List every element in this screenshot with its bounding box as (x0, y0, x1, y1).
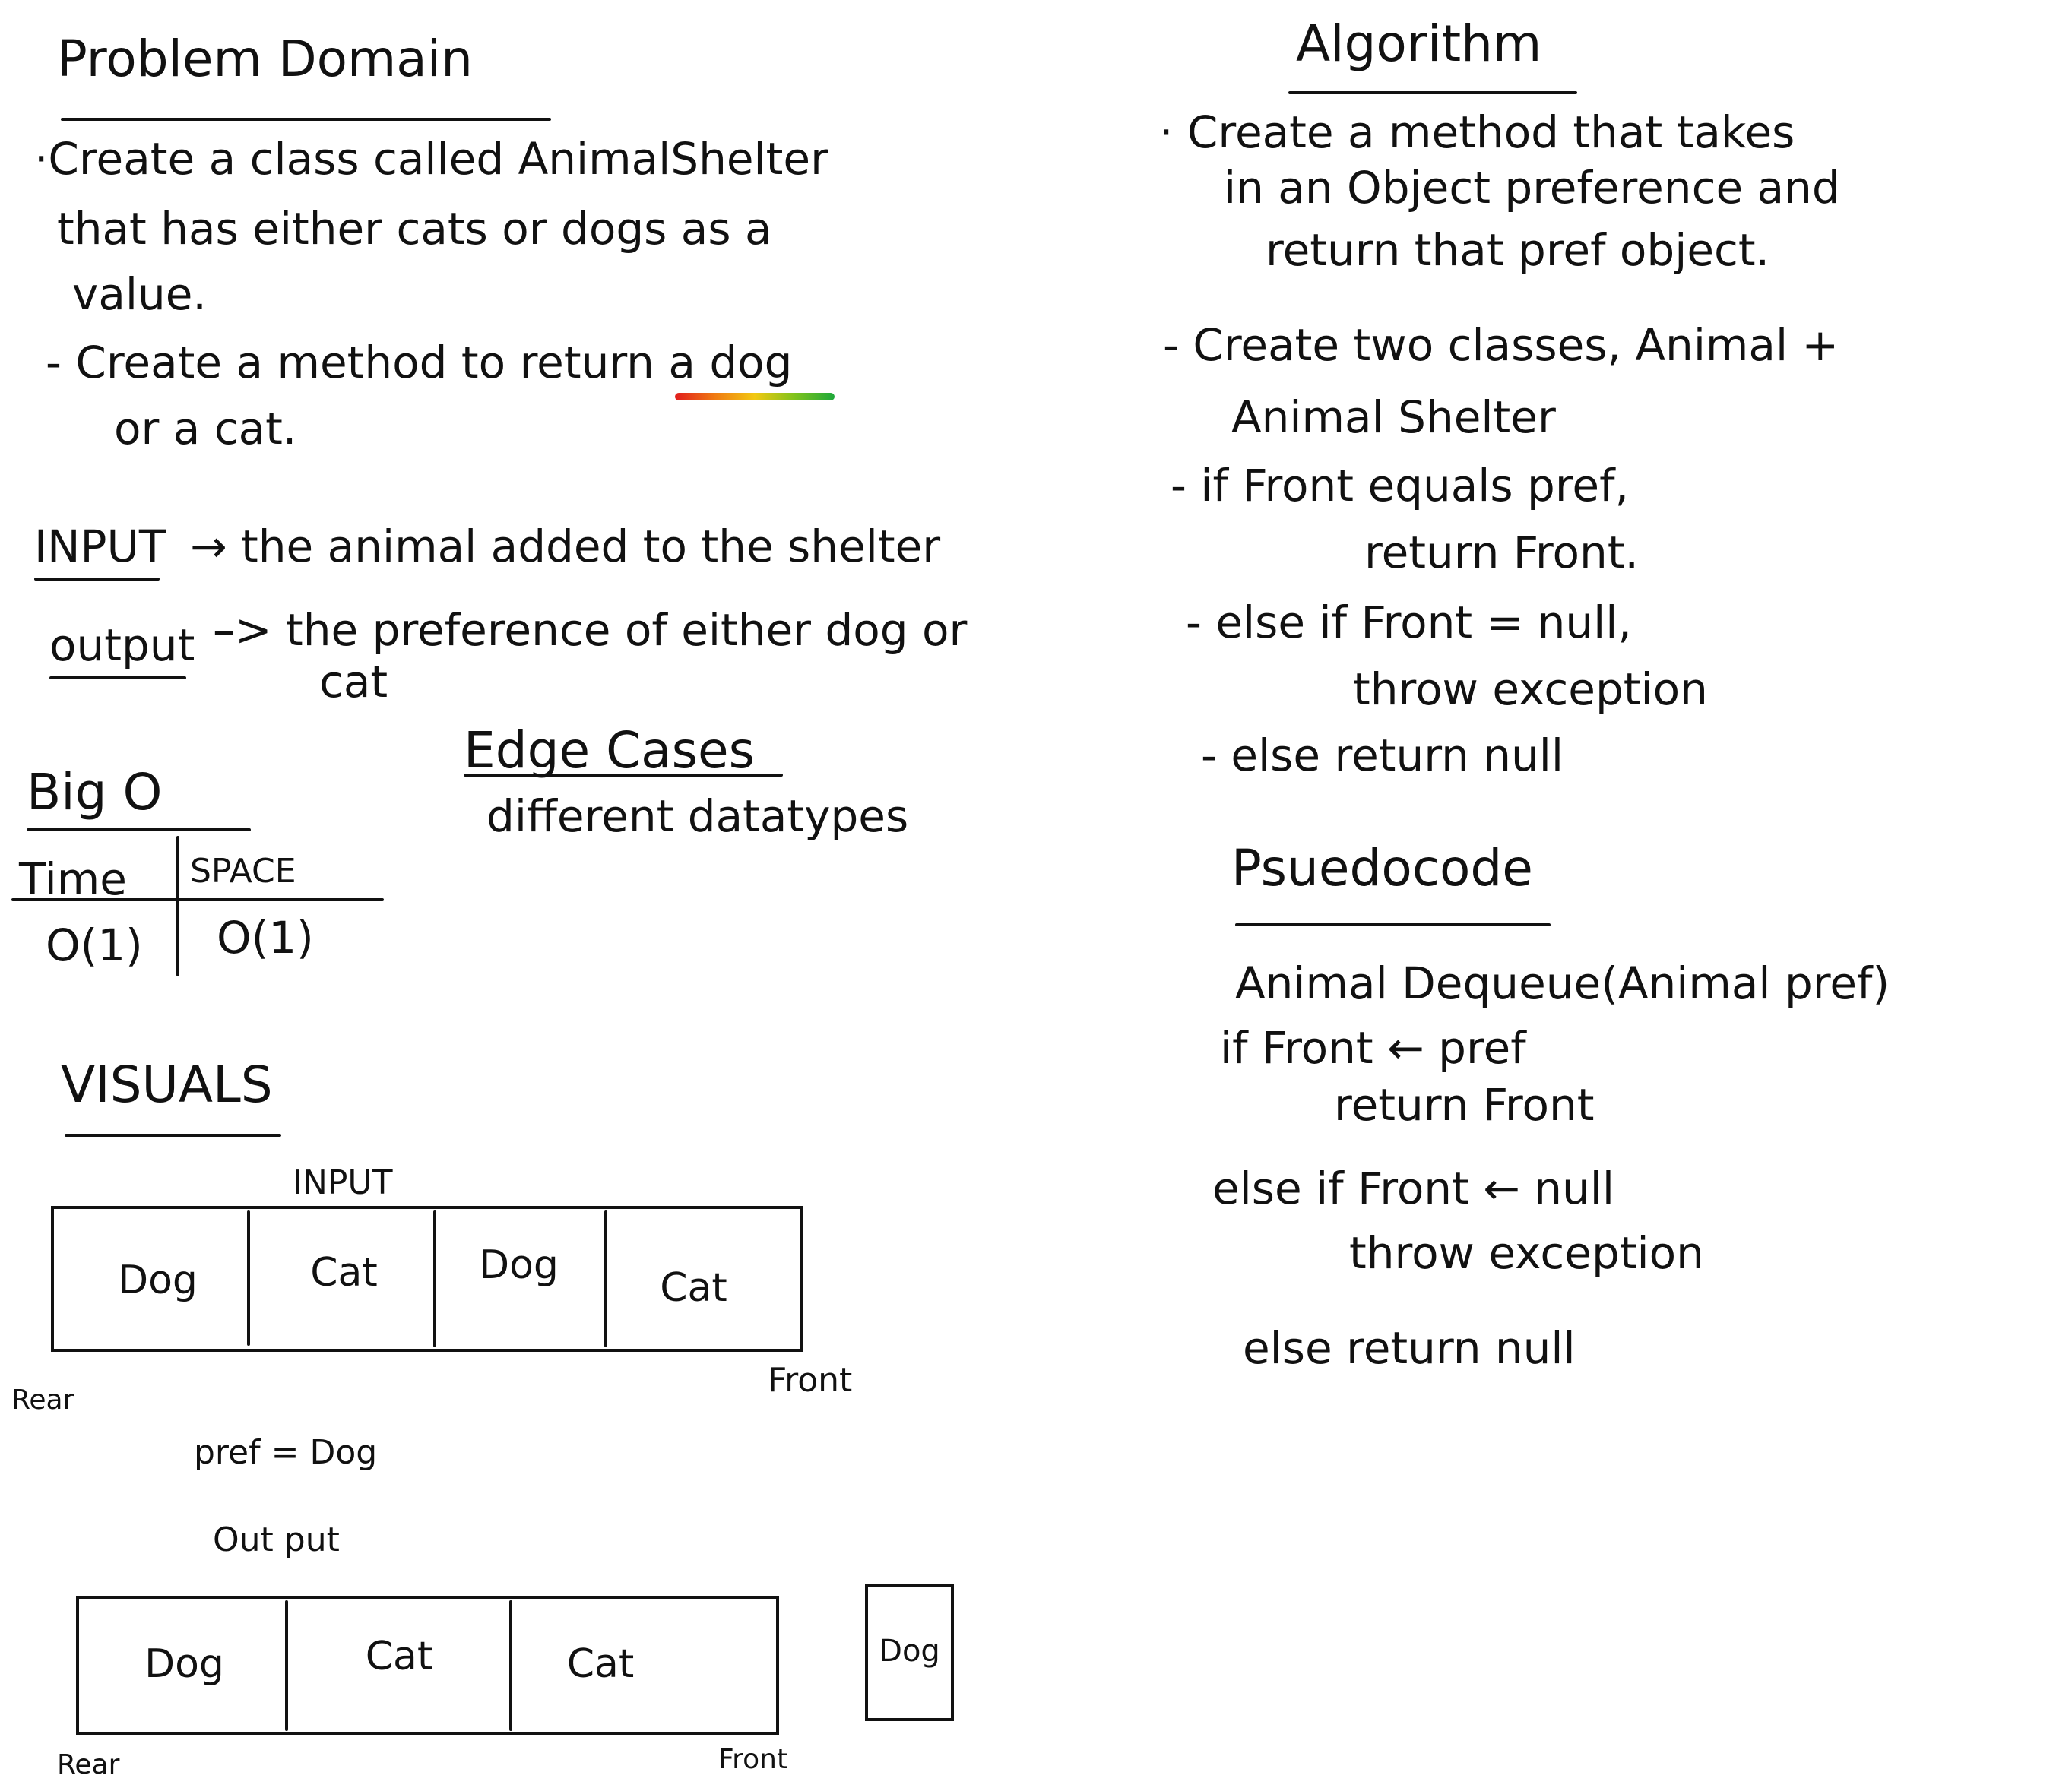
queue-after-box (76, 1596, 779, 1735)
big-o-underline (27, 828, 251, 831)
input-description: → the animal added to the shelter (190, 521, 941, 572)
time-value: O(1) (46, 919, 143, 971)
pseudocode-line-5: throw exception (1349, 1227, 1704, 1279)
dequeued-value: Dog (879, 1634, 940, 1669)
visual-input-label: INPUT (293, 1163, 393, 1202)
problem-domain-line-4: - Create a method to return a dog (46, 337, 793, 388)
big-o-table-divider (176, 836, 179, 976)
algorithm-line-1: · Create a method that takes (1159, 106, 1795, 158)
queue-after-cell: Dog (144, 1641, 224, 1687)
problem-domain-line-5: or a cat. (114, 403, 297, 454)
algorithm-line-4: - Create two classes, Animal + (1163, 319, 1839, 371)
return-highlight (675, 393, 835, 400)
visuals-heading: VISUALS (61, 1055, 273, 1114)
visuals-underline (65, 1134, 281, 1137)
algorithm-line-3: return that pref object. (1266, 224, 1770, 276)
output-label: output (49, 619, 195, 671)
dequeued-box (865, 1584, 954, 1721)
algorithm-heading: Algorithm (1296, 14, 1542, 73)
pseudocode-heading: Psuedocode (1231, 839, 1533, 897)
queue-before-cell: Dog (118, 1258, 198, 1303)
queue-after-divider (509, 1600, 512, 1731)
problem-domain-line-3: value. (72, 268, 207, 320)
visual-output-label: Out put (213, 1521, 340, 1559)
problem-domain-line-1: ·Create a class called AnimalShelter (34, 133, 828, 185)
edge-cases-text: different datatypes (486, 790, 909, 842)
front-label: Front (768, 1361, 853, 1400)
edge-cases-underline (464, 774, 783, 777)
queue-before-divider (433, 1210, 436, 1347)
queue-before-box (51, 1206, 803, 1352)
queue-after-divider (285, 1600, 288, 1731)
algorithm-line-5: Animal Shelter (1231, 391, 1556, 443)
pseudocode-line-1: Animal Dequeue(Animal pref) (1235, 957, 1890, 1009)
pseudocode-line-4: else if Front ← null (1212, 1163, 1615, 1214)
algorithm-line-9: throw exception (1353, 663, 1708, 715)
space-value: O(1) (217, 912, 314, 964)
pseudocode-line-3: return Front (1334, 1079, 1595, 1131)
algorithm-line-8: - else if Front = null, (1186, 597, 1632, 648)
algorithm-line-7: return Front. (1364, 527, 1639, 578)
rear-label: Rear (11, 1385, 74, 1416)
input-label: INPUT (34, 521, 166, 572)
pref-label: pref = Dog (194, 1433, 378, 1472)
problem-domain-line-2: that has either cats or dogs as a (57, 203, 772, 255)
space-header: SPACE (190, 852, 296, 891)
front-label: Front (718, 1744, 788, 1775)
queue-after-cell: Cat (566, 1641, 635, 1687)
problem-domain-underline (61, 118, 551, 121)
rear-label: Rear (57, 1749, 120, 1780)
big-o-table-rule (11, 898, 384, 901)
edge-cases-heading: Edge Cases (464, 721, 755, 780)
pseudocode-line-2: if Front ← pref (1220, 1022, 1526, 1074)
queue-after-cell: Cat (365, 1634, 433, 1679)
queue-before-cell: Cat (310, 1250, 378, 1296)
output-description: –> the preference of either dog or (213, 604, 968, 656)
queue-before-cell: Dog (479, 1242, 559, 1288)
queue-before-cell: Cat (660, 1265, 727, 1311)
algorithm-line-10: - else return null (1201, 729, 1564, 781)
output-description-cat: cat (319, 656, 388, 707)
pseudocode-underline (1235, 923, 1551, 926)
algorithm-underline (1288, 91, 1577, 94)
pseudocode-line-6: else return null (1243, 1322, 1576, 1374)
algorithm-line-2: in an Object preference and (1224, 162, 1840, 214)
algorithm-line-6: - if Front equals pref, (1171, 460, 1629, 511)
input-underline (34, 578, 160, 581)
queue-before-divider (604, 1210, 607, 1347)
big-o-heading: Big O (27, 763, 163, 821)
problem-domain-heading: Problem Domain (57, 30, 473, 88)
queue-before-divider (247, 1210, 250, 1346)
time-header: Time (19, 853, 127, 905)
output-underline (49, 676, 186, 679)
